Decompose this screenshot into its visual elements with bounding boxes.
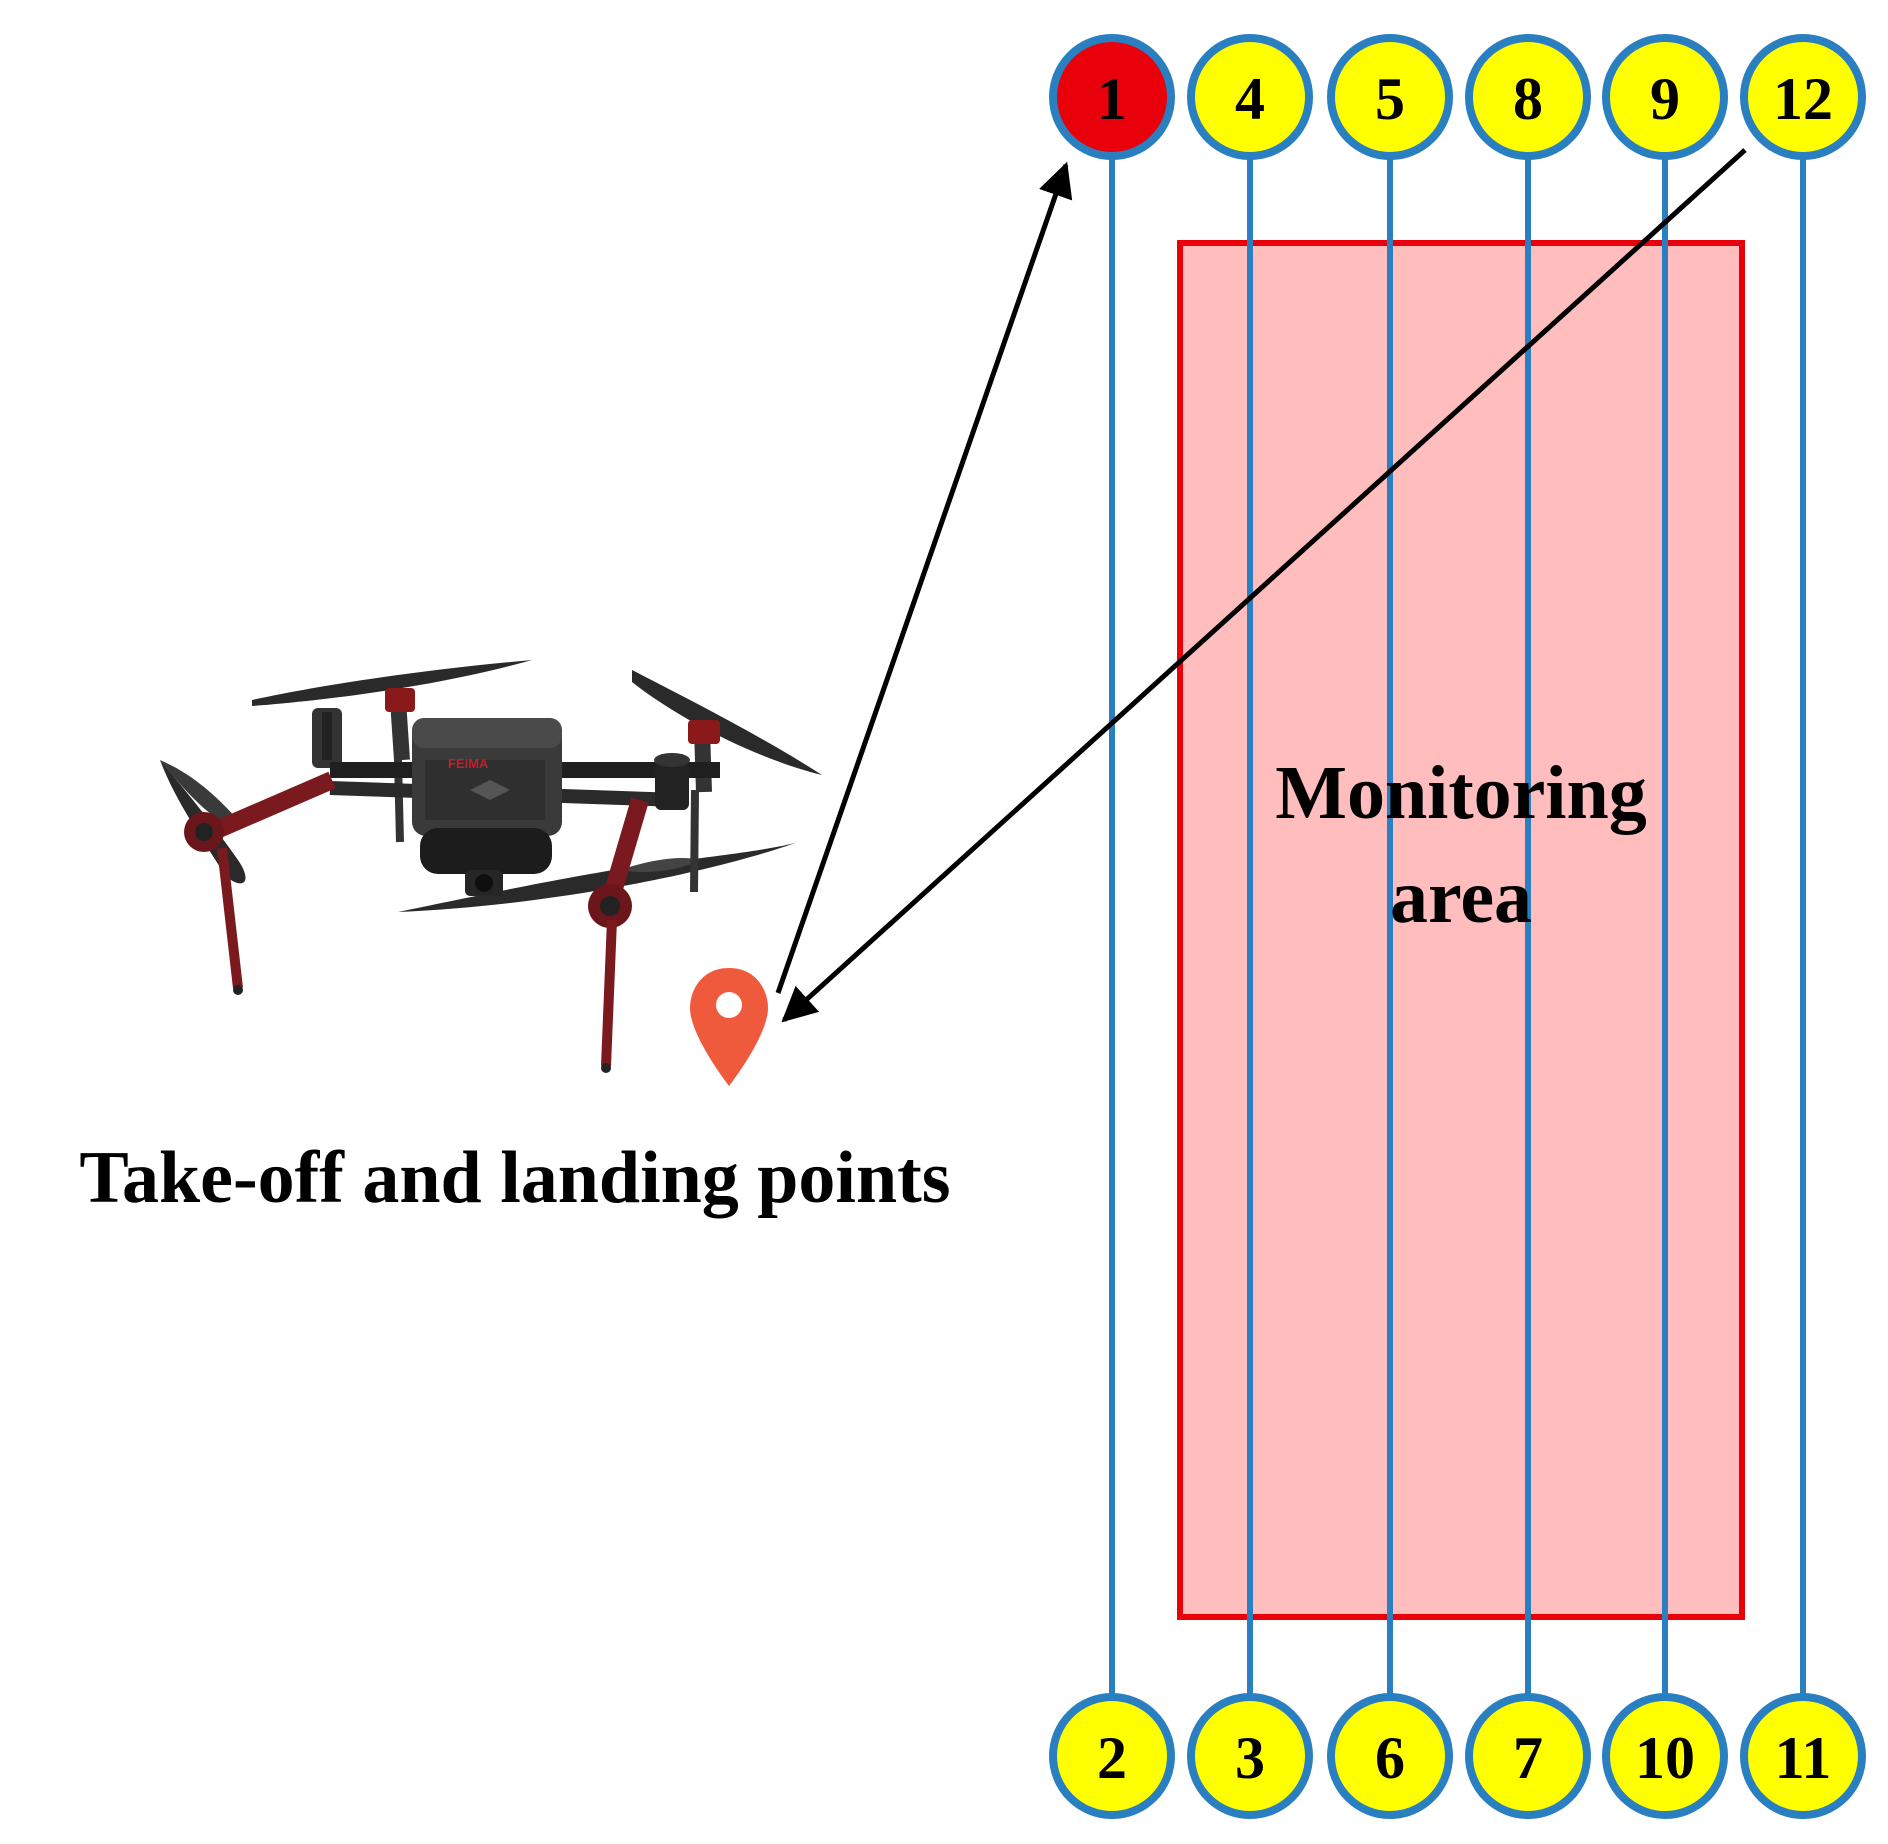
waypoint-12: 12 <box>1740 34 1866 160</box>
waypoint-7: 7 <box>1465 1693 1591 1819</box>
waypoint-1: 1 <box>1049 34 1175 160</box>
arrow-to-start-waypoint <box>775 161 1073 994</box>
monitoring-area <box>1177 240 1745 1620</box>
arrow-return-to-landing <box>781 148 1747 1023</box>
drone-icon: FEIMA <box>160 660 822 1073</box>
svg-text:11: 11 <box>1775 1725 1832 1791</box>
waypoint-6: 6 <box>1327 1693 1453 1819</box>
waypoint-3: 3 <box>1187 1693 1313 1819</box>
flight-lines <box>1109 97 1806 1756</box>
monitoring-area-label-line1: Monitoring <box>1275 751 1647 835</box>
waypoint-10: 10 <box>1602 1693 1728 1819</box>
svg-text:5: 5 <box>1375 66 1405 132</box>
monitoring-area-label-line2: area <box>1390 855 1532 939</box>
svg-text:9: 9 <box>1650 66 1680 132</box>
waypoint-5: 5 <box>1327 34 1453 160</box>
svg-text:7: 7 <box>1513 1725 1543 1791</box>
waypoints-bottom: 2 3 6 7 10 11 <box>1049 1693 1866 1819</box>
waypoint-8: 8 <box>1465 34 1591 160</box>
takeoff-landing-label: Take-off and landing points <box>79 1137 950 1219</box>
waypoints-top: 1 4 5 8 9 12 <box>1049 34 1866 160</box>
svg-text:2: 2 <box>1097 1725 1127 1791</box>
svg-text:3: 3 <box>1235 1725 1265 1791</box>
svg-text:4: 4 <box>1235 66 1265 132</box>
location-pin-icon <box>690 968 768 1086</box>
svg-text:6: 6 <box>1375 1725 1405 1791</box>
waypoint-11: 11 <box>1740 1693 1866 1819</box>
drone-brand-label: FEIMA <box>448 756 489 771</box>
waypoint-9: 9 <box>1602 34 1728 160</box>
waypoint-4: 4 <box>1187 34 1313 160</box>
svg-text:8: 8 <box>1513 66 1543 132</box>
svg-text:1: 1 <box>1097 66 1127 132</box>
svg-text:12: 12 <box>1773 66 1833 132</box>
svg-text:10: 10 <box>1635 1725 1695 1791</box>
waypoint-2: 2 <box>1049 1693 1175 1819</box>
